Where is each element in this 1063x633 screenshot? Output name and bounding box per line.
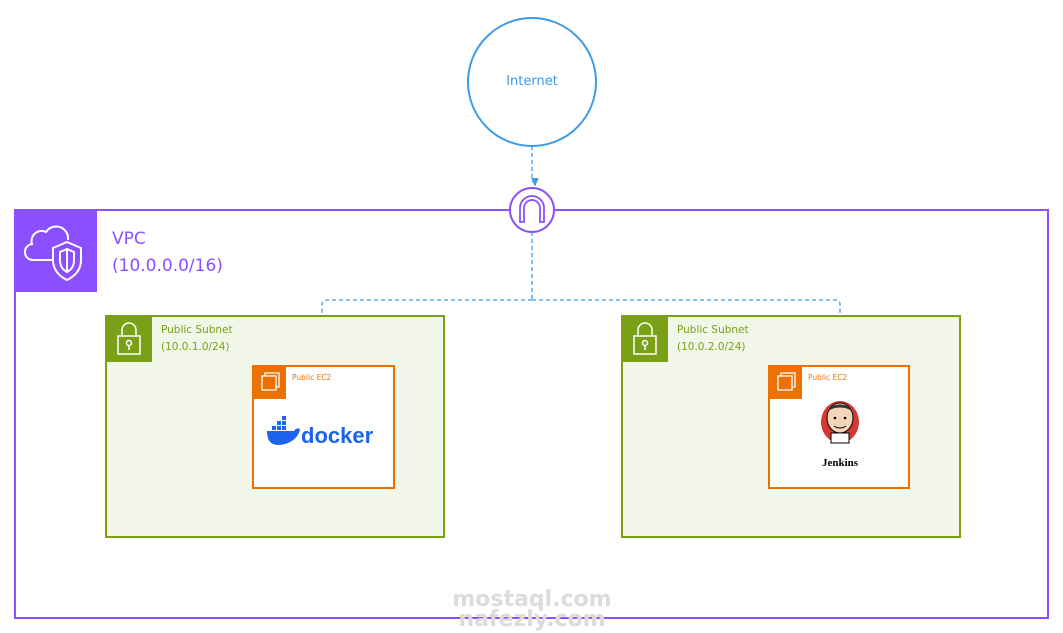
- svg-text:docker: docker: [301, 423, 374, 448]
- subnet-cidr: (10.0.2.0/24): [677, 341, 746, 353]
- subnet-1-label: Public Subnet (10.0.1.0/24): [161, 322, 233, 356]
- ec2-1-label: Public EC2: [292, 373, 332, 382]
- subnet-name: Public Subnet: [677, 324, 749, 336]
- ec2-2-label: Public EC2: [808, 373, 848, 382]
- internet-label: Internet: [506, 74, 558, 89]
- connection-lines: [322, 146, 840, 362]
- vpc-name: VPC: [112, 229, 146, 249]
- lock-icon: [117, 322, 141, 355]
- vpc-cidr: (10.0.0.0/16): [112, 256, 223, 276]
- vpc-label: VPC (10.0.0.0/16): [112, 226, 223, 280]
- watermark-line1: mostaql.com: [452, 587, 612, 612]
- ec2-instance-icon: [261, 372, 280, 391]
- svg-text:Jenkins: Jenkins: [822, 457, 859, 469]
- ec2-instance-icon: [777, 372, 796, 391]
- subnet-2-label: Public Subnet (10.0.2.0/24): [677, 322, 749, 356]
- jenkins-logo: Jenkins: [821, 401, 859, 469]
- watermark: mostaql.com nafezly.com: [432, 587, 632, 632]
- subnet-cidr: (10.0.1.0/24): [161, 341, 230, 353]
- lock-icon: [633, 322, 657, 355]
- watermark-line2: nafezly.com: [458, 607, 606, 632]
- cloud-shield-icon: [23, 225, 82, 282]
- internet-gateway-icon[interactable]: [509, 187, 555, 233]
- docker-logo: docker: [267, 416, 374, 448]
- subnet-name: Public Subnet: [161, 324, 233, 336]
